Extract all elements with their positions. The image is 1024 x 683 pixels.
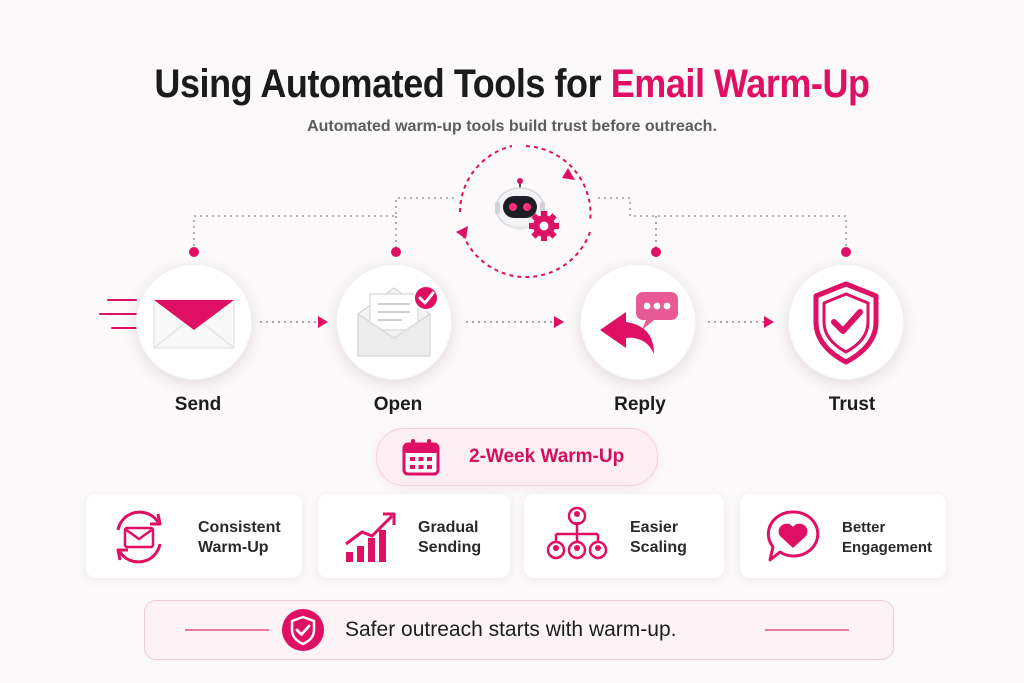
benefit-text: Consistent Warm-Up: [198, 518, 281, 558]
benefit-card-gradual: Gradual Sending: [318, 494, 510, 578]
shield-check-badge-icon: [282, 609, 324, 651]
connector-dot: [651, 247, 661, 257]
connector-dot: [391, 247, 401, 257]
connector-dot: [189, 247, 199, 257]
step-label-open: Open: [373, 394, 423, 415]
step-label-trust: Trust: [828, 394, 876, 415]
footer-divider-left: [185, 629, 269, 631]
flow-arrows: [260, 316, 774, 328]
step-trust-node: [788, 264, 904, 380]
duration-label: 2-Week Warm-Up: [469, 446, 625, 467]
title-accent: Email Warm-Up: [610, 62, 870, 106]
benefit-line: Engagement: [842, 539, 933, 556]
duration-pill: 2-Week Warm-Up: [376, 428, 658, 486]
benefit-text: Better Engagement: [842, 518, 932, 558]
speed-lines-icon: [99, 299, 137, 329]
title-main: Using Automated Tools for: [154, 62, 611, 106]
envelope-cycle-icon: [116, 510, 162, 564]
footer-divider-right: [765, 629, 849, 631]
growth-chart-icon: [345, 512, 396, 562]
benefit-line: Consistent: [198, 519, 281, 536]
step-reply-node: [580, 264, 696, 380]
benefit-line: Easier: [630, 519, 679, 536]
benefit-line: Scaling: [630, 539, 687, 556]
benefit-line: Better: [842, 519, 886, 536]
step-label-send: Send: [174, 394, 222, 415]
loop-arrowhead: [456, 226, 468, 239]
benefit-text: Gradual Sending: [418, 518, 481, 558]
team-hierarchy-icon: [546, 506, 608, 560]
benefit-card-consistent: Consistent Warm-Up: [86, 494, 302, 578]
robot-gear-icon: [486, 174, 566, 254]
page-title: Using Automated Tools for Email Warm-Up: [51, 52, 973, 116]
automation-loop: [459, 145, 592, 278]
benefit-card-engagement: Better Engagement: [740, 494, 946, 578]
reply-chat-icon: [600, 292, 678, 354]
benefit-text: Easier Scaling: [630, 518, 687, 558]
step-open-node: [336, 264, 452, 380]
benefit-line: Warm-Up: [198, 539, 269, 556]
page-subtitle: Automated warm-up tools build trust befo…: [307, 118, 717, 135]
step-label-reply: Reply: [614, 394, 666, 415]
envelope-send-icon: [153, 299, 235, 349]
calendar-icon: [402, 439, 440, 476]
connector-dot: [841, 247, 851, 257]
open-envelope-check-icon: [357, 285, 439, 357]
loop-arrowhead: [562, 168, 575, 180]
benefit-line: Sending: [418, 539, 482, 556]
benefit-card-scaling: Easier Scaling: [524, 494, 724, 578]
heart-chat-icon: [766, 510, 820, 562]
benefit-line: Gradual: [418, 519, 479, 536]
footer-text: Safer outreach starts with warm-up.: [345, 618, 677, 641]
shield-check-icon: [813, 281, 879, 365]
step-send-node: [136, 264, 252, 380]
footer-banner: Safer outreach starts with warm-up.: [144, 600, 894, 660]
